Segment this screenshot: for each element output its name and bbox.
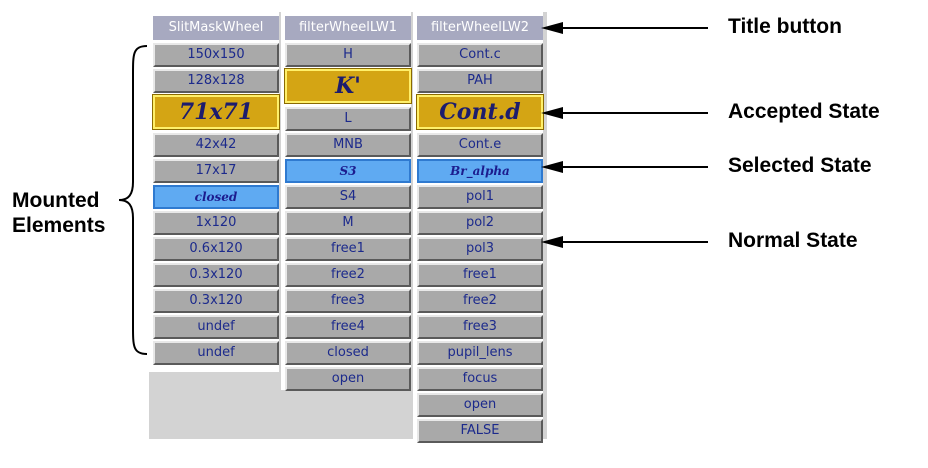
wheel-element-normal[interactable]: M <box>285 211 411 235</box>
wheel-element-normal[interactable]: 128x128 <box>153 69 279 93</box>
wheel-element-normal[interactable]: L <box>285 107 411 131</box>
wheel-element-normal[interactable]: free3 <box>285 289 411 313</box>
mounted-label-line2: Elements <box>12 214 106 237</box>
wheel-element-normal[interactable]: pupil_lens <box>417 341 543 365</box>
arrow-line-selected <box>560 166 708 168</box>
wheel-element-normal[interactable]: undef <box>153 315 279 339</box>
wheel-element-selected[interactable]: S3 <box>285 159 411 183</box>
wheel-element-normal[interactable]: open <box>285 367 411 391</box>
wheel-element-normal[interactable]: 150x150 <box>153 43 279 67</box>
mounted-elements-label: Mounted Elements <box>12 188 105 238</box>
wheel-element-normal[interactable]: 17x17 <box>153 159 279 183</box>
arrow-head-title <box>541 22 563 34</box>
wheel-element-normal[interactable]: closed <box>285 341 411 365</box>
wheel-element-normal[interactable]: H <box>285 43 411 67</box>
wheel-element-normal[interactable]: pol2 <box>417 211 543 235</box>
wheel-element-normal[interactable]: 0.6x120 <box>153 237 279 261</box>
annotation-selected-state: Selected State <box>728 154 872 177</box>
title-button-slitmaskwheel[interactable]: SlitMaskWheel <box>153 16 279 40</box>
arrow-head-selected <box>541 161 563 173</box>
curly-brace <box>118 45 148 355</box>
wheel-element-normal[interactable]: S4 <box>285 185 411 209</box>
wheel-element-normal[interactable]: 0.3x120 <box>153 289 279 313</box>
wheel-element-normal[interactable]: open <box>417 393 543 417</box>
wheel-element-normal[interactable]: free2 <box>285 263 411 287</box>
annotation-normal-state: Normal State <box>728 229 858 252</box>
arrow-line-normal <box>560 241 708 243</box>
wheel-element-normal[interactable]: MNB <box>285 133 411 157</box>
wheel-element-normal[interactable]: PAH <box>417 69 543 93</box>
wheel-element-accepted[interactable]: Cont.d <box>417 95 543 129</box>
wheel-element-normal[interactable]: free2 <box>417 289 543 313</box>
arrow-line-accepted <box>560 112 708 114</box>
arrow-line-title <box>560 27 708 29</box>
annotation-accepted-state: Accepted State <box>728 100 880 123</box>
wheel-element-normal[interactable]: pol3 <box>417 237 543 261</box>
wheel-element-accepted[interactable]: 71x71 <box>153 95 279 129</box>
wheel-element-normal[interactable]: Cont.c <box>417 43 543 67</box>
wheel-element-normal[interactable]: free1 <box>417 263 543 287</box>
wheel-element-normal[interactable]: Cont.e <box>417 133 543 157</box>
arrow-head-accepted <box>541 107 563 119</box>
wheel-element-normal[interactable]: 42x42 <box>153 133 279 157</box>
wheel-element-normal[interactable]: 0.3x120 <box>153 263 279 287</box>
wheel-element-normal[interactable]: 1x120 <box>153 211 279 235</box>
wheel-element-selected[interactable]: Br_alpha <box>417 159 543 183</box>
annotation-title-button: Title button <box>728 15 842 38</box>
wheel-element-accepted[interactable]: K' <box>285 69 411 103</box>
wheel-element-selected[interactable]: closed <box>153 185 279 209</box>
wheel-element-normal[interactable]: free4 <box>285 315 411 339</box>
wheel-element-normal[interactable]: free3 <box>417 315 543 339</box>
arrow-head-normal <box>541 236 563 248</box>
title-button-filterwheellw2[interactable]: filterWheelLW2 <box>417 16 543 40</box>
wheel-element-normal[interactable]: undef <box>153 341 279 365</box>
mounted-label-line1: Mounted <box>12 189 100 212</box>
wheel-element-normal[interactable]: free1 <box>285 237 411 261</box>
wheel-element-normal[interactable]: FALSE <box>417 419 543 443</box>
wheel-element-normal[interactable]: focus <box>417 367 543 391</box>
title-button-filterwheellw1[interactable]: filterWheelLW1 <box>285 16 411 40</box>
wheel-element-normal[interactable]: pol1 <box>417 185 543 209</box>
